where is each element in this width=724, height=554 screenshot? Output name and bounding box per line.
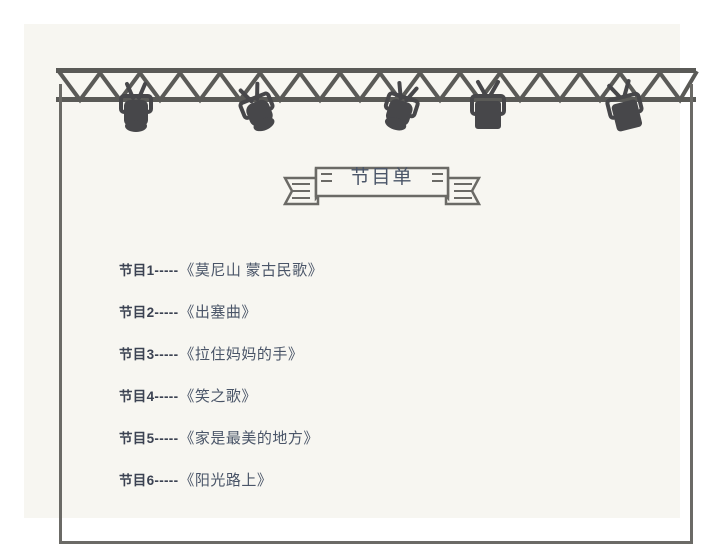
list-item: 节目4----- 《笑之歌》 [119, 384, 599, 426]
list-item: 节目6----- 《阳光路上》 [119, 468, 599, 510]
program-title: 《出塞曲》 [179, 305, 257, 321]
list-item: 节目2----- 《出塞曲》 [119, 300, 599, 342]
program-title: 《家是最美的地方》 [179, 431, 319, 447]
program-title: 《笑之歌》 [179, 389, 257, 405]
spotlight-4-icon [470, 80, 506, 129]
program-label: 节目5----- [119, 431, 179, 446]
banner-title: 节目单 [350, 167, 414, 188]
program-label: 节目4----- [119, 389, 179, 404]
banner: 节目单 [282, 160, 482, 212]
spotlight-3-icon [383, 81, 420, 131]
poster-panel: 节目单 节目1----- 《莫尼山 蒙古民歌》 节目2----- 《出塞曲》 节… [24, 24, 699, 544]
list-item: 节目3----- 《拉住妈妈的手》 [119, 342, 599, 384]
program-label: 节目3----- [119, 347, 179, 362]
program-label: 节目2----- [119, 305, 179, 320]
spotlight-2-icon [238, 81, 275, 132]
program-list: 节目1----- 《莫尼山 蒙古民歌》 节目2----- 《出塞曲》 节目3--… [119, 258, 599, 510]
program-label: 节目1----- [119, 263, 179, 278]
program-title: 《莫尼山 蒙古民歌》 [179, 263, 324, 279]
poster-inner-frame [59, 84, 693, 544]
program-title: 《阳光路上》 [179, 473, 273, 489]
program-title: 《拉住妈妈的手》 [179, 347, 304, 363]
truss-icon [56, 68, 699, 104]
ribbon-hatch-lines [292, 173, 472, 199]
list-item: 节目5----- 《家是最美的地方》 [119, 426, 599, 468]
program-label: 节目6----- [119, 473, 179, 488]
stage-truss-rig [48, 54, 704, 144]
spotlight-5-icon [605, 79, 644, 132]
spotlight-1-icon [119, 82, 153, 132]
list-item: 节目1----- 《莫尼山 蒙古民歌》 [119, 258, 599, 300]
